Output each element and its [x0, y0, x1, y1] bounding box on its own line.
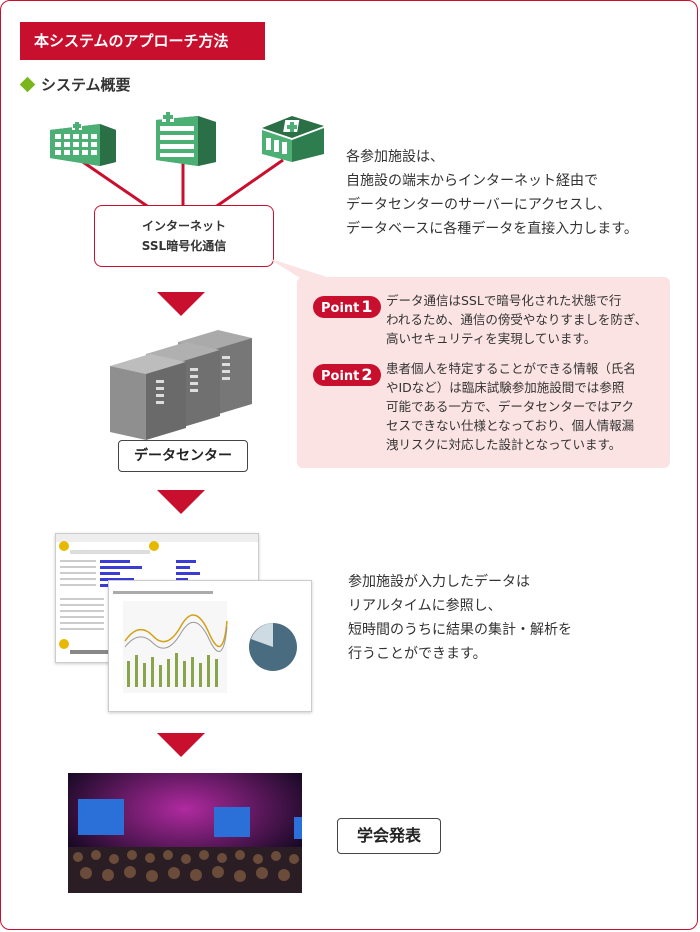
analysis-screenshot	[108, 580, 312, 712]
point-badge-number: 2	[361, 365, 373, 384]
server-icon	[110, 330, 252, 440]
callout-tail	[268, 258, 330, 278]
overview-description: 各参加施設は、 自施設の端末からインターネット経由で データセンターのサーバーに…	[346, 145, 638, 241]
realtime-line: 行うことができます。	[348, 646, 487, 662]
point-2-text: 患者個人を特定することができる情報（氏名 やIDなど）は臨床試験参加施設間では参…	[386, 359, 636, 454]
point-line: 可能である一方で、データセンターではアク	[386, 399, 635, 414]
overview-line: データセンターのサーバーにアクセスし、	[346, 197, 612, 213]
point-badge-label: Point	[321, 301, 360, 316]
point-line: 患者個人を特定することができる情報（氏名	[386, 361, 636, 376]
conference-photo	[68, 773, 302, 893]
point-line: われるため、通信の傍受やなりすましを防ぎ、	[386, 312, 648, 327]
internet-ssl-box: インターネット SSL暗号化通信	[94, 205, 274, 267]
point-line: セスできない仕様となっており、個人情報漏	[386, 418, 635, 433]
point-1-text: データ通信はSSLで暗号化された状態で行 われるため、通信の傍受やなりすましを防…	[386, 291, 647, 348]
section-title: 本システムのアプローチ方法	[20, 22, 265, 60]
realtime-description: 参加施設が入力したデータは リアルタイムに参照し、 短時間のうちに結果の集計・解…	[348, 570, 572, 666]
datacenter-label: データセンター	[118, 440, 248, 472]
point-line: 高いセキュリティを実現しています。	[386, 331, 597, 346]
down-arrow-icon	[157, 733, 205, 757]
subsection-heading: システム概要	[19, 74, 131, 95]
overview-line: 自施設の端末からインターネット経由で	[346, 173, 598, 189]
subsection-heading-text: システム概要	[41, 76, 131, 94]
hospital-icon	[156, 110, 216, 166]
point-line: 洩リスクに対応した設計となっています。	[386, 437, 622, 452]
down-arrow-icon	[157, 292, 205, 316]
internet-label: インターネット	[141, 219, 226, 233]
realtime-line: 参加施設が入力したデータは	[348, 574, 530, 590]
ssl-label: SSL暗号化通信	[141, 239, 227, 253]
realtime-line: リアルタイムに参照し、	[348, 598, 502, 614]
point-badge-number: 1	[361, 297, 373, 316]
hospital-icon	[262, 116, 324, 162]
down-arrow-icon	[157, 490, 205, 514]
presentation-label: 学会発表	[337, 818, 441, 854]
overview-line: データベースに各種データを直接入力します。	[346, 221, 638, 237]
point-line: やIDなど）は臨床試験参加施設間では参照	[386, 380, 625, 395]
hospital-icon	[50, 120, 116, 166]
realtime-line: 短時間のうちに結果の集計・解析を	[348, 622, 572, 638]
point-badge-label: Point	[321, 369, 360, 384]
point-line: データ通信はSSLで暗号化された状態で行	[386, 293, 622, 308]
connection-lines	[79, 158, 284, 210]
overview-line: 各参加施設は、	[346, 149, 444, 165]
